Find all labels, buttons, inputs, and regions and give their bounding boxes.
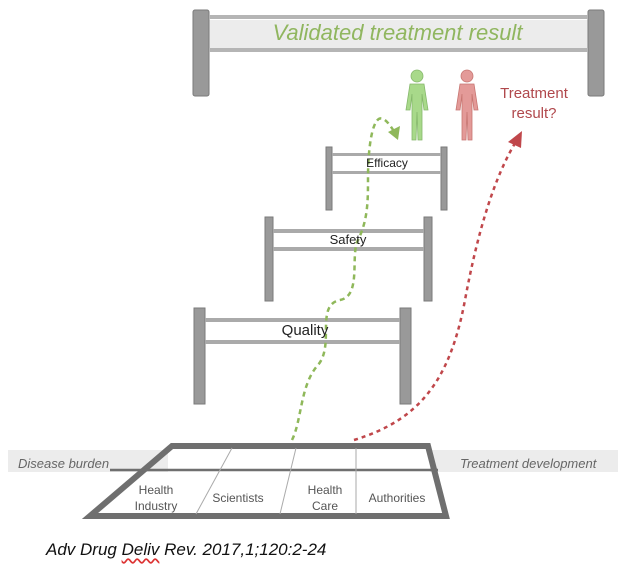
base-cell-authorities: Authorities: [357, 490, 437, 506]
efficacy-label: Efficacy: [366, 156, 408, 170]
quality-label: Quality: [281, 322, 329, 339]
disease-burden-band: [8, 450, 168, 472]
goal-post-left: [192, 9, 210, 97]
base-cell-line1: Health: [307, 483, 343, 497]
base-cell-scientists: Scientists: [200, 490, 276, 506]
safety-hurdle: [264, 216, 433, 302]
treatment-result-label: Treatment result?: [484, 84, 584, 124]
goal-band: [205, 20, 590, 48]
base-cell-line2: Industry: [134, 499, 178, 513]
treatment-development-band: [430, 450, 618, 472]
quality-hurdle: [193, 307, 412, 405]
goal-top-rail: [209, 15, 588, 19]
green-person-icon: [405, 69, 429, 141]
safety-label: Safety: [329, 232, 367, 247]
base-cell-line1: Authorities: [368, 491, 426, 505]
base-cell-health-care: Health Care: [290, 482, 360, 514]
treatment-development-label: Treatment development: [460, 456, 597, 471]
treatment-result-line1: Treatment: [500, 85, 568, 102]
successful-path-arrow: [290, 117, 397, 441]
efficacy-hurdle: [325, 146, 448, 211]
base-platform: [81, 443, 450, 519]
base-cell-line2: Care: [311, 499, 338, 513]
goal-title: Validated treatment result: [272, 20, 523, 45]
citation-deliv: Deliv: [121, 540, 160, 559]
base-cell-line1: Scientists: [212, 491, 264, 505]
red-person-icon: [455, 69, 479, 141]
base-cell-health-industry: Health Industry: [116, 482, 196, 514]
uncertain-path-arrow: [353, 139, 519, 442]
citation-rest: Rev. 2017,1;120:2-24: [159, 540, 327, 559]
goal-post-right: [587, 9, 605, 97]
disease-burden-label: Disease burden: [18, 456, 110, 471]
citation-journal: Adv Drug: [46, 540, 122, 559]
treatment-result-line2: result?: [511, 105, 557, 122]
citation: Adv Drug Deliv Rev. 2017,1;120:2-24: [46, 540, 326, 560]
base-cell-line1: Health: [138, 483, 174, 497]
goal-bottom-rail: [209, 48, 588, 52]
uncertain-path-arrowhead: [508, 131, 522, 148]
successful-path-arrowhead: [388, 126, 400, 140]
